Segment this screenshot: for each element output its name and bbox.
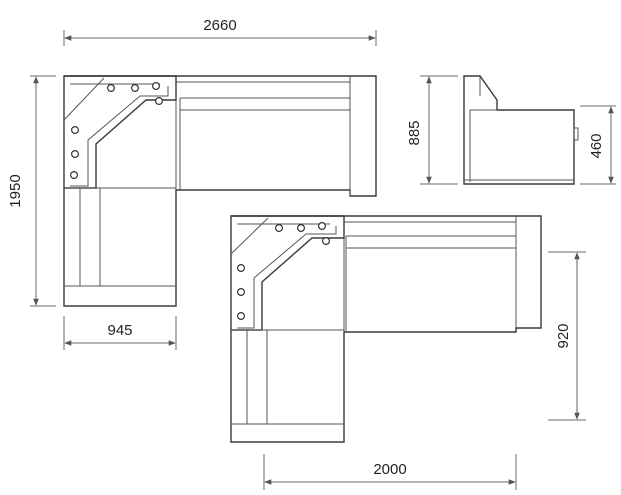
sofa-side-view xyxy=(463,75,579,185)
dim-right-height-label: 920 xyxy=(555,323,572,348)
dimension-left-height: 1950 xyxy=(7,75,56,307)
dim-top-width-label: 2660 xyxy=(203,17,236,34)
corner-sofa-top-view-small xyxy=(230,215,542,443)
dimension-bottom-width: 2000 xyxy=(263,454,517,490)
dimension-right-height: 920 xyxy=(548,251,586,421)
dim-bottom-width-label: 2000 xyxy=(373,461,406,478)
dim-left-height-label: 1950 xyxy=(7,174,24,207)
dimension-top-width: 2660 xyxy=(63,17,377,46)
dim-left-width-label: 945 xyxy=(107,322,132,339)
corner-sofa-top-view-large xyxy=(63,75,377,307)
dim-side-height-label: 885 xyxy=(406,120,423,145)
dimension-left-width: 945 xyxy=(63,316,177,350)
dimension-seat-height: 460 xyxy=(580,105,616,185)
dimension-side-height: 885 xyxy=(406,75,458,185)
dim-seat-height-label: 460 xyxy=(588,133,605,158)
